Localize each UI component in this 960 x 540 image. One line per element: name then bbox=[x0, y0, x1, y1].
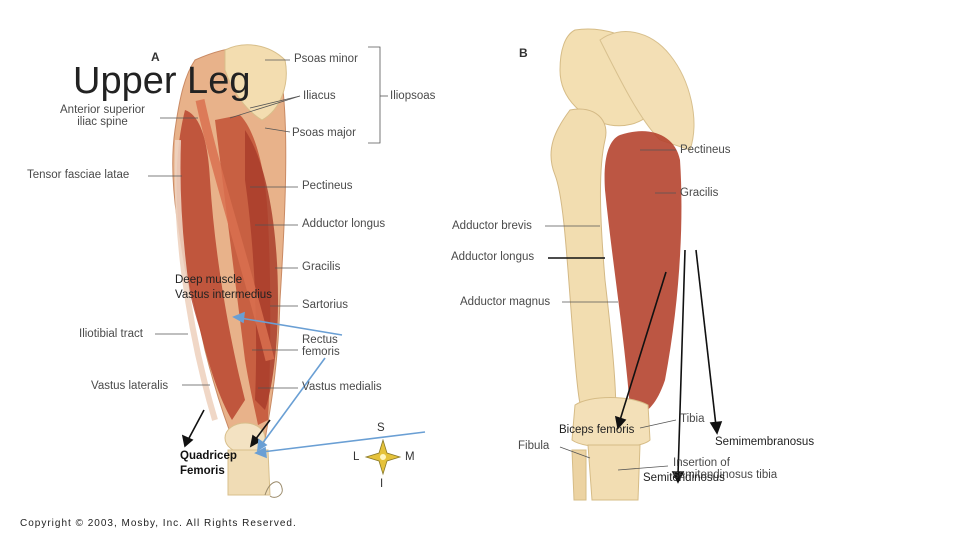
label-adductor-brevis: Adductor brevis bbox=[452, 220, 532, 232]
label-fibula: Fibula bbox=[518, 440, 550, 452]
annotation-biceps-femoris: Biceps femoris bbox=[559, 424, 635, 436]
annotation-semitendinosus: Semitendinosus bbox=[643, 472, 725, 484]
annotation-quadricep-femoris: Quadricep Femoris bbox=[180, 450, 237, 477]
label-adductor-magnus: Adductor magnus bbox=[460, 296, 551, 308]
label-iliacus: Iliacus bbox=[303, 90, 336, 102]
compass-l: L bbox=[353, 451, 360, 463]
label-gracilis-a: Gracilis bbox=[302, 261, 341, 273]
black-arrows bbox=[181, 249, 723, 484]
label-pectineus-b: Pectineus bbox=[680, 144, 731, 156]
slide-title: Upper Leg bbox=[73, 60, 251, 102]
orientation-compass: S L M I bbox=[350, 420, 420, 494]
label-iliopsoas: Iliopsoas bbox=[390, 90, 436, 102]
femur-b-knee bbox=[571, 397, 651, 448]
thigh-a-sartorius bbox=[195, 99, 275, 362]
blue-arrows bbox=[232, 311, 426, 459]
thigh-a-muscle-medial bbox=[245, 130, 278, 410]
label-vastus-lateralis: Vastus lateralis bbox=[91, 380, 169, 392]
label-gracilis-b: Gracilis bbox=[680, 187, 719, 199]
annotation-semimembranosus: Semimembranosus bbox=[715, 436, 815, 448]
panel-a-letter: A bbox=[151, 50, 160, 64]
annotation-deep-muscle: Deep muscle bbox=[175, 274, 243, 286]
compass-i: I bbox=[380, 478, 384, 490]
label-iliotibial-tract: Iliotibial tract bbox=[79, 328, 143, 340]
compass-star-icon bbox=[364, 438, 402, 476]
label-vastus-medialis: Vastus medialis bbox=[302, 381, 382, 393]
label-asis: Anterior superior iliac spine bbox=[60, 104, 146, 128]
label-sartorius: Sartorius bbox=[302, 299, 349, 311]
compass-s: S bbox=[377, 422, 385, 434]
thigh-a-muscle-lateral bbox=[176, 110, 245, 420]
femur-b-adductors bbox=[604, 131, 682, 414]
label-insertion-semitendinosus: Insertion of semitendinosus tibia bbox=[673, 457, 778, 481]
thigh-a-itband bbox=[174, 139, 218, 421]
femur-b-tibia bbox=[587, 444, 641, 501]
thigh-a-pelvis bbox=[224, 44, 287, 121]
femur-b-shaft bbox=[550, 108, 617, 421]
annotation-vastus-intermedius: Vastus intermedius bbox=[175, 289, 272, 301]
label-adductor-longus-a: Adductor longus bbox=[302, 218, 386, 230]
label-adductor-longus-b: Adductor longus bbox=[451, 251, 535, 263]
copyright-notice: Copyright © 2003, Mosby, Inc. All Rights… bbox=[20, 518, 297, 529]
femur-b-pelvis bbox=[599, 31, 695, 151]
panel-b-letter: B bbox=[519, 46, 528, 60]
label-rectus-femoris: Rectus femoris bbox=[302, 334, 340, 358]
compass-m: M bbox=[405, 451, 415, 463]
label-tibia: Tibia bbox=[680, 413, 705, 425]
leader-lines-a bbox=[148, 46, 388, 389]
label-tensor-fasciae-latae: Tensor fasciae latae bbox=[27, 169, 130, 181]
label-pectineus-a: Pectineus bbox=[302, 180, 353, 192]
label-psoas-minor: Psoas minor bbox=[294, 53, 358, 65]
femur-b-fibula bbox=[571, 449, 587, 501]
label-psoas-major: Psoas major bbox=[292, 127, 356, 139]
